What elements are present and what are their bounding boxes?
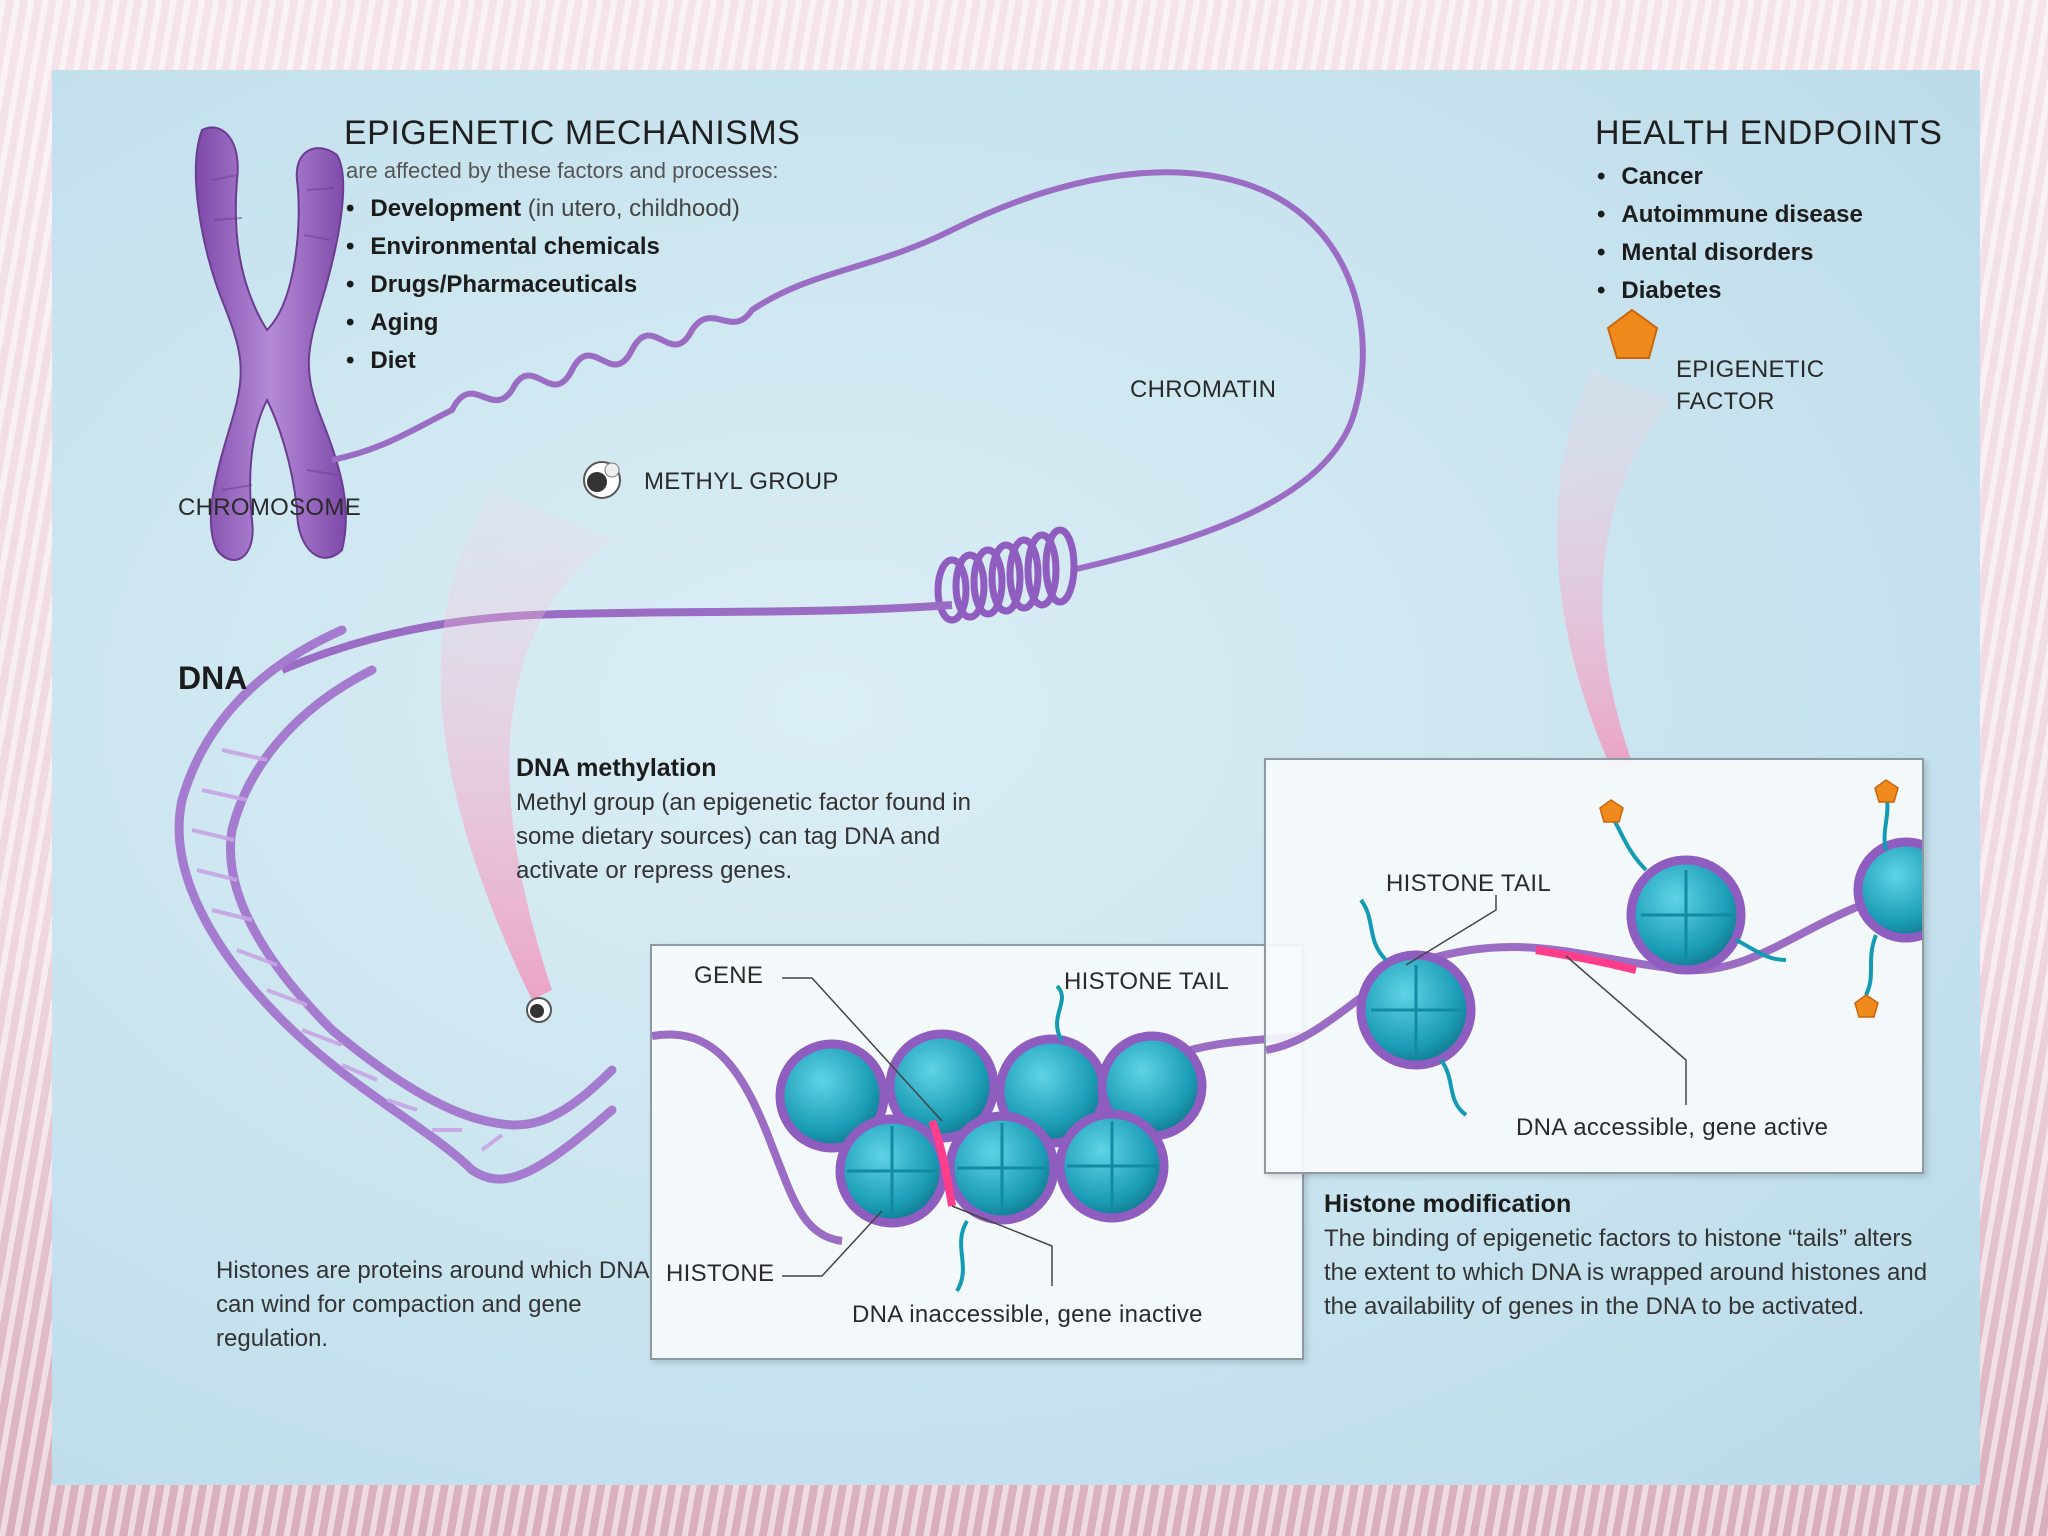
open-chromatin-graphic bbox=[1265, 779, 1959, 1117]
epigenetic-factor-label: EPIGENETIC FACTOR bbox=[1676, 356, 1825, 415]
dna-helix-graphic bbox=[174, 625, 617, 1184]
chromosome-graphic bbox=[194, 126, 347, 561]
health-item: Mental disorders bbox=[1597, 234, 1863, 272]
mechanism-item: Diet bbox=[346, 342, 740, 380]
condensed-chromatin-graphic bbox=[651, 977, 1303, 1293]
histone-mod-title: Histone modification bbox=[1324, 1190, 1572, 1218]
chromosome-label: CHROMOSOME bbox=[178, 494, 361, 521]
health-item: Diabetes bbox=[1597, 272, 1863, 310]
diagram-slide: GENE HISTONE TAIL HISTONE DNA inaccessib… bbox=[52, 70, 1980, 1485]
histones-note: Histones are proteins around which DNA c… bbox=[216, 1257, 649, 1352]
methyl-group-label: METHYL GROUP bbox=[644, 468, 839, 495]
methyl-on-dna bbox=[526, 997, 552, 1023]
methyl-group-molecule bbox=[583, 461, 621, 499]
methylation-body: Methyl group (an epigenetic factor found… bbox=[516, 789, 971, 884]
epigenetic-factor-pentagon bbox=[1606, 308, 1659, 359]
mechanisms-list: Development (in utero, childhood) Enviro… bbox=[346, 190, 740, 380]
health-item: Autoimmune disease bbox=[1597, 196, 1862, 234]
mechanism-item: Environmental chemicals bbox=[346, 228, 740, 266]
histone-tail-label-2: HISTONE TAIL bbox=[1386, 870, 1551, 897]
health-item: Cancer bbox=[1597, 158, 1863, 196]
health-list: Cancer Autoimmune disease Mental disorde… bbox=[1597, 158, 1863, 310]
dna-label: DNA bbox=[178, 660, 248, 696]
epigenetics-illustration bbox=[174, 126, 1672, 1184]
gene-label: GENE bbox=[694, 962, 764, 989]
mechanism-item: Development (in utero, childhood) bbox=[346, 190, 740, 228]
histone-mod-body: The binding of epigenetic factors to his… bbox=[1324, 1225, 1928, 1320]
histone-tail-label-1: HISTONE TAIL bbox=[1064, 968, 1229, 995]
health-title: HEALTH ENDPOINTS bbox=[1595, 114, 1943, 152]
mechanisms-title: EPIGENETIC MECHANISMS bbox=[344, 114, 801, 152]
mechanism-item: Drugs/Pharmaceuticals bbox=[346, 266, 740, 304]
mechanism-item: Aging bbox=[346, 304, 740, 342]
inaccessible-label: DNA inaccessible, gene inactive bbox=[852, 1301, 1203, 1328]
mechanisms-subtitle: are affected by these factors and proces… bbox=[346, 158, 779, 183]
inaccessible-panel: GENE HISTONE TAIL HISTONE DNA inaccessib… bbox=[650, 944, 1304, 1360]
chromatin-label: CHROMATIN bbox=[1130, 376, 1277, 403]
accessible-label: DNA accessible, gene active bbox=[1516, 1114, 1829, 1141]
accessible-panel: HISTONE TAIL DNA accessible, gene active bbox=[1264, 758, 1959, 1174]
methylation-title: DNA methylation bbox=[516, 754, 717, 782]
histone-label: HISTONE bbox=[666, 1260, 775, 1287]
